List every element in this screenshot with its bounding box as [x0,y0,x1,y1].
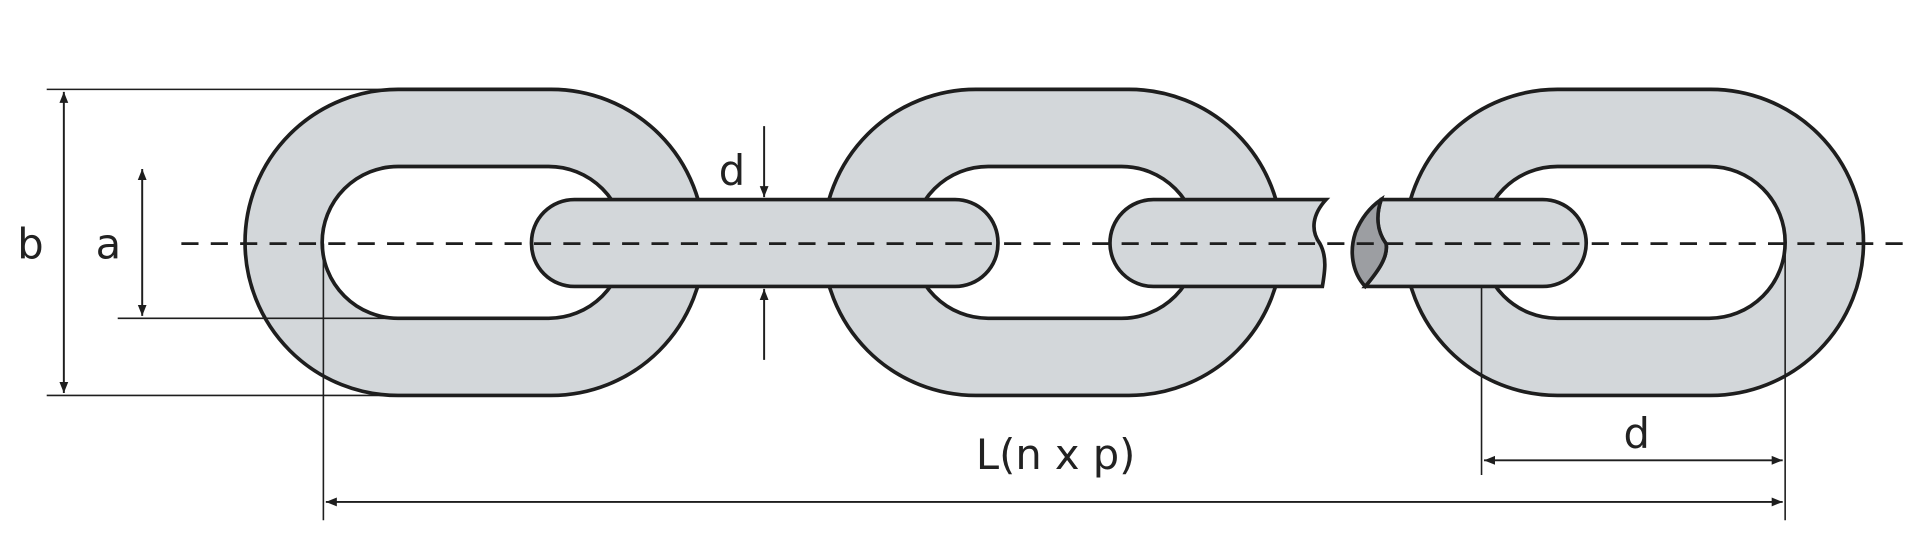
dimension-b-label: b [17,219,43,268]
dimension-L-label: L(n x p) [976,430,1136,479]
chain-link-2 [529,197,1000,289]
dimension-a-label: a [96,219,122,268]
dimension-d-label-right: d [1624,409,1650,458]
dimension-d-label-top: d [719,146,745,195]
